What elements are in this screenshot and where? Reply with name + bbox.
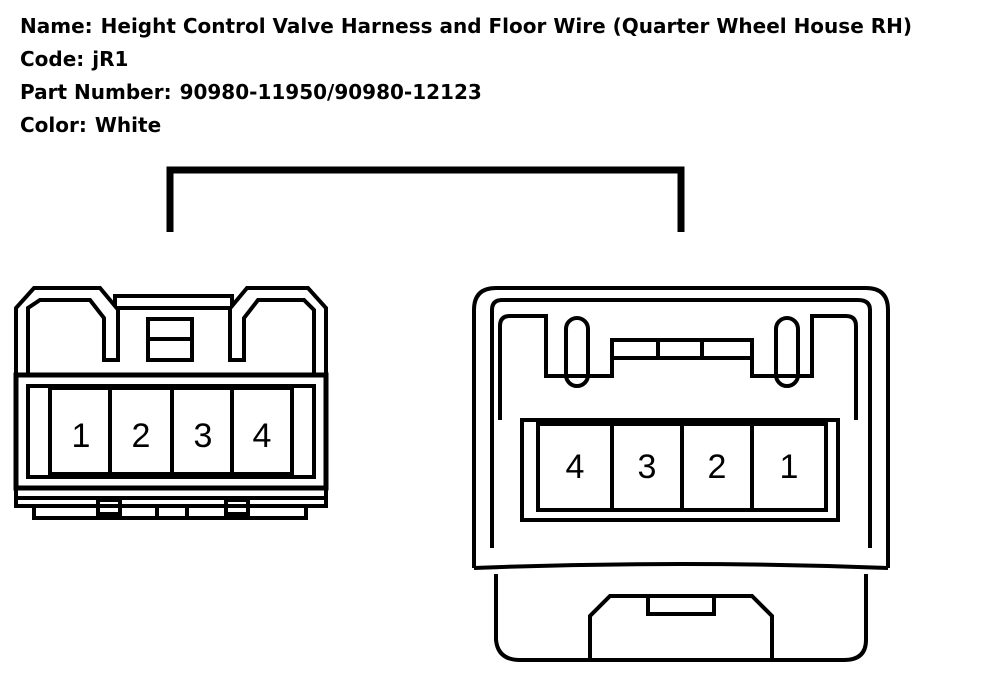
color-label: Color: <box>20 113 87 137</box>
name-value: Height Control Valve Harness and Floor W… <box>100 14 912 38</box>
name-label: Name: <box>20 14 93 38</box>
color-line: Color: White <box>20 109 912 142</box>
right-pin-cavity-4 <box>536 422 614 512</box>
left-pin-cavity-1 <box>48 386 114 476</box>
right-pin-label: 3 <box>638 448 657 486</box>
part-number-label: Part Number: <box>20 80 172 104</box>
name-line: Name: Height Control Valve Harness and Fl… <box>20 10 912 43</box>
left-connector <box>13 286 329 520</box>
connector-info: Name: Height Control Valve Harness and Fl… <box>20 10 912 142</box>
left-pin-label: 3 <box>194 417 213 455</box>
right-pin-cavity-1 <box>750 422 828 512</box>
right-pin-label: 2 <box>708 448 727 486</box>
left-pin-cavity-4 <box>230 386 294 476</box>
left-pin-label: 1 <box>72 417 91 455</box>
right-connector <box>472 286 890 662</box>
color-value: White <box>94 113 162 137</box>
left-pin-label: 2 <box>132 417 151 455</box>
mating-bracket <box>166 166 685 232</box>
code-line: Code: jR1 <box>20 43 912 76</box>
left-pin-cavity-2 <box>108 386 174 476</box>
left-pin-label: 4 <box>253 417 272 455</box>
right-pin-label: 1 <box>780 448 799 486</box>
code-value: jR1 <box>92 47 129 71</box>
code-label: Code: <box>20 47 85 71</box>
part-number-value: 90980-11950/90980-12123 <box>179 80 482 104</box>
part-number-line: Part Number: 90980-11950/90980-12123 <box>20 76 912 109</box>
right-pin-label: 4 <box>566 448 585 486</box>
